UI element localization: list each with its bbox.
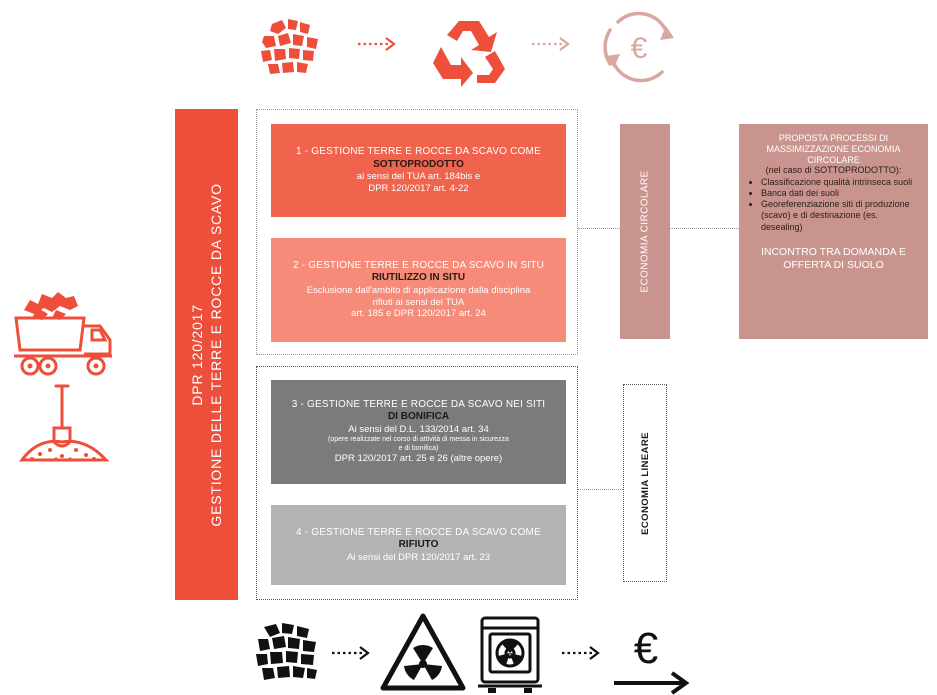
shovel-soil-icon xyxy=(19,384,110,462)
scenario-keyword: RIUTILIZZO IN SITU xyxy=(371,272,466,284)
proposal-conclusion: INCONTRO TRA DOMANDA E OFFERTA DI SUOLO xyxy=(747,246,920,272)
proposal-conclusion-line: OFFERTA DI SUOLO xyxy=(783,259,884,272)
radioactive-hazard-icon xyxy=(380,613,466,691)
proposal-item: Classificazione qualità intrinseca suoli xyxy=(761,177,920,188)
connector-circular-side xyxy=(670,228,739,229)
regulation-title: DPR 120/2017 GESTIONE DELLE TERRE E ROCC… xyxy=(175,109,238,600)
scenario-line: rifiuti ai sensi del TUA xyxy=(372,296,465,308)
proposal-heading: CIRCOLARE xyxy=(807,154,860,165)
connector-linear xyxy=(578,489,623,490)
proposal-subheading: (nel caso di SOTTOPRODOTTO): xyxy=(765,165,902,176)
linear-economy-label: ECONOMIA LINEARE xyxy=(623,384,667,582)
scenario-box-2: 2 - GESTIONE TERRE E ROCCE DA SCAVO IN S… xyxy=(271,238,566,342)
circular-group-frame xyxy=(256,109,578,355)
proposal-panel: PROPOSTA PROCESSI DI MASSIMIZZAZIONE ECO… xyxy=(739,124,928,339)
scenario-title: 3 - GESTIONE TERRE E ROCCE DA SCAVO NEI … xyxy=(291,398,546,410)
soil-pieces-icon xyxy=(261,19,318,74)
scenario-title: 2 - GESTIONE TERRE E ROCCE DA SCAVO IN S… xyxy=(292,259,545,271)
scenario-line: ai sensi del TUA art. 184bis e xyxy=(356,171,481,183)
linear-group-frame xyxy=(256,366,578,600)
scenario-keyword: RIFIUTO xyxy=(398,539,439,551)
scenario-note: e di bonifica) xyxy=(398,444,439,452)
scenario-keyword: SOTTOPRODOTTO xyxy=(373,158,464,170)
scenario-line: Esclusione dall'ambito di applicazione d… xyxy=(306,284,531,296)
proposal-item: Banca dati dei suoli xyxy=(761,188,920,199)
scenario-line: Ai sensi del D.L. 133/2014 art. 34 xyxy=(348,423,489,435)
proposal-item: Georeferenziazione siti di produzione (s… xyxy=(761,199,920,233)
circular-economy-label: ECONOMIA CIRCOLARE xyxy=(620,124,670,339)
rubble-pieces-icon xyxy=(256,623,317,680)
scenario-line: DPR 120/2017 art. 25 e 26 (altre opere) xyxy=(334,453,503,465)
scenario-title: 4 - GESTIONE TERRE E ROCCE DA SCAVO COME xyxy=(296,526,541,538)
scenario-keyword: DI BONIFICA xyxy=(387,411,450,423)
scenario-box-1: 1 - GESTIONE TERRE E ROCCE DA SCAVO COME… xyxy=(271,124,566,217)
svg-text:€: € xyxy=(634,624,658,673)
proposal-list: Classificazione qualità intrinseca suoli… xyxy=(747,177,920,233)
scenario-line: DPR 120/2017 art. 4-22 xyxy=(368,183,469,194)
scenario-line: Ai sensi del DPR 120/2017 art. 23 xyxy=(346,551,491,563)
proposal-heading: MASSIMIZZAZIONE ECONOMIA xyxy=(766,143,901,154)
scenario-title: 1 - GESTIONE TERRE E ROCCE DA SCAVO COME xyxy=(296,146,541,158)
connector-circular xyxy=(578,228,620,229)
dump-truck-icon xyxy=(14,292,112,376)
proposal-heading: PROPOSTA PROCESSI DI xyxy=(778,133,889,143)
dotted-arrow-icon xyxy=(562,646,600,660)
svg-text:€: € xyxy=(631,32,648,65)
dotted-arrow-icon xyxy=(358,37,396,51)
regulation-title-line2: GESTIONE DELLE TERRE E ROCCE DA SCAVO xyxy=(207,182,224,527)
scenario-line: art. 185 e DPR 120/2017 art. 24 xyxy=(351,308,486,320)
scenario-note: (opere realizzate nel corso di attività … xyxy=(328,435,509,443)
circular-economy-text: ECONOMIA CIRCOLARE xyxy=(639,170,651,293)
scenario-box-4: 4 - GESTIONE TERRE E ROCCE DA SCAVO COME… xyxy=(271,505,566,585)
dotted-arrow-icon xyxy=(332,646,370,660)
proposal-conclusion-line: INCONTRO TRA DOMANDA E xyxy=(760,245,907,258)
euro-cycle-icon: € xyxy=(603,11,674,83)
waste-bin-icon xyxy=(478,616,542,693)
regulation-title-bar xyxy=(175,109,238,600)
scenario-box-3: 3 - GESTIONE TERRE E ROCCE DA SCAVO NEI … xyxy=(271,380,566,484)
recycle-icon xyxy=(433,21,505,87)
dotted-arrow-icon xyxy=(532,37,570,51)
regulation-title-line1: DPR 120/2017 xyxy=(188,303,205,406)
linear-economy-text: ECONOMIA LINEARE xyxy=(639,431,651,535)
euro-arrow-icon: € xyxy=(614,624,690,695)
